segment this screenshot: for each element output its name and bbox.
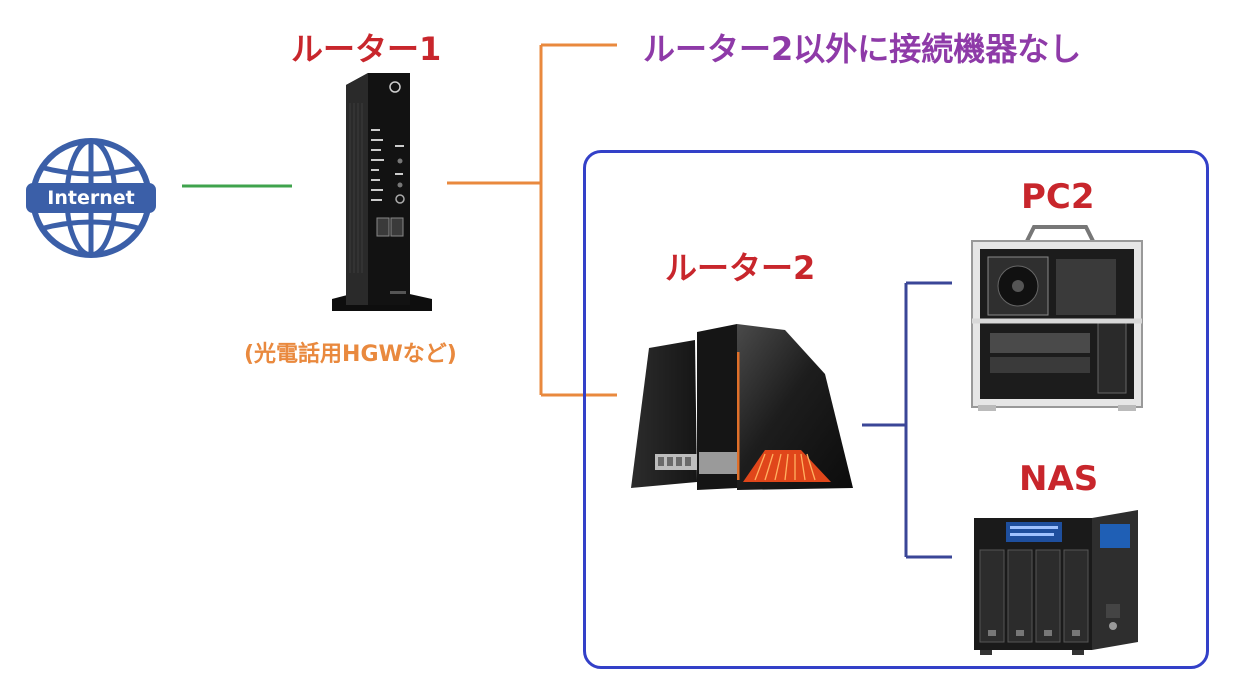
pc-case-image [971, 225, 1143, 411]
globe-icon [26, 138, 156, 258]
internet-globe: Internet [26, 137, 156, 259]
router1-device [328, 73, 436, 318]
pc2-title: PC2 [1021, 177, 1095, 217]
router2-device [625, 322, 857, 494]
nas-device [972, 508, 1142, 656]
nas-image [974, 510, 1138, 655]
internet-label: Internet [47, 187, 135, 209]
gaming-router-image [631, 324, 853, 490]
router2-title: ルーター2 [665, 249, 816, 287]
router1-branch-lines [447, 43, 617, 397]
router2-network-group [583, 150, 1209, 669]
no-other-devices-note: ルーター2以外に接続機器なし [643, 30, 1082, 68]
router2-branch-lines [862, 281, 952, 559]
router1-subtitle: (光電話用HGWなど) [244, 342, 457, 367]
pc2-device [968, 223, 1146, 413]
nas-title: NAS [1019, 459, 1099, 499]
hgw-router-image [332, 73, 432, 311]
router1-title: ルーター1 [291, 30, 442, 68]
